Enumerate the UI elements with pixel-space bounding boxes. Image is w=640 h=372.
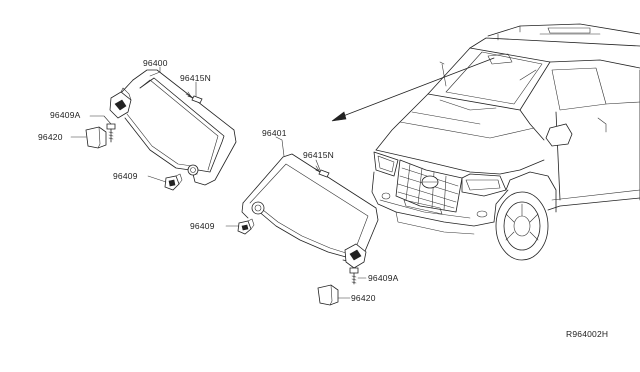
screw-96409a-right [349, 267, 359, 285]
label-96409-right: 96409 [190, 221, 215, 231]
screw-96415n-right [313, 165, 330, 178]
screw-96409a-left [106, 123, 116, 143]
cover-96420-left [85, 126, 107, 149]
label-96420-right: 96420 [351, 293, 376, 303]
part-labels: 96400 96415N 96409A 96420 96409 96401 96… [38, 58, 608, 339]
label-96420-left: 96420 [38, 132, 63, 142]
clip-96409-left [164, 173, 183, 191]
label-96415n-left: 96415N [180, 73, 211, 83]
label-96409a-right: 96409A [368, 273, 399, 283]
cover-96420-right [317, 284, 339, 306]
location-arrow [331, 57, 495, 122]
label-96409-left: 96409 [113, 171, 138, 181]
label-96400: 96400 [143, 58, 168, 68]
label-96415n-right: 96415N [303, 150, 334, 160]
clip-96409-right [237, 218, 255, 235]
sun-visor-left [109, 69, 237, 186]
diagram-code: R964002H [566, 329, 608, 339]
truck-illustration [371, 23, 640, 261]
label-96409a-left: 96409A [50, 110, 81, 120]
label-96401: 96401 [262, 128, 287, 138]
leader-lines [70, 66, 367, 299]
screw-96415n-left [185, 91, 203, 104]
sun-visor-right [241, 153, 379, 269]
